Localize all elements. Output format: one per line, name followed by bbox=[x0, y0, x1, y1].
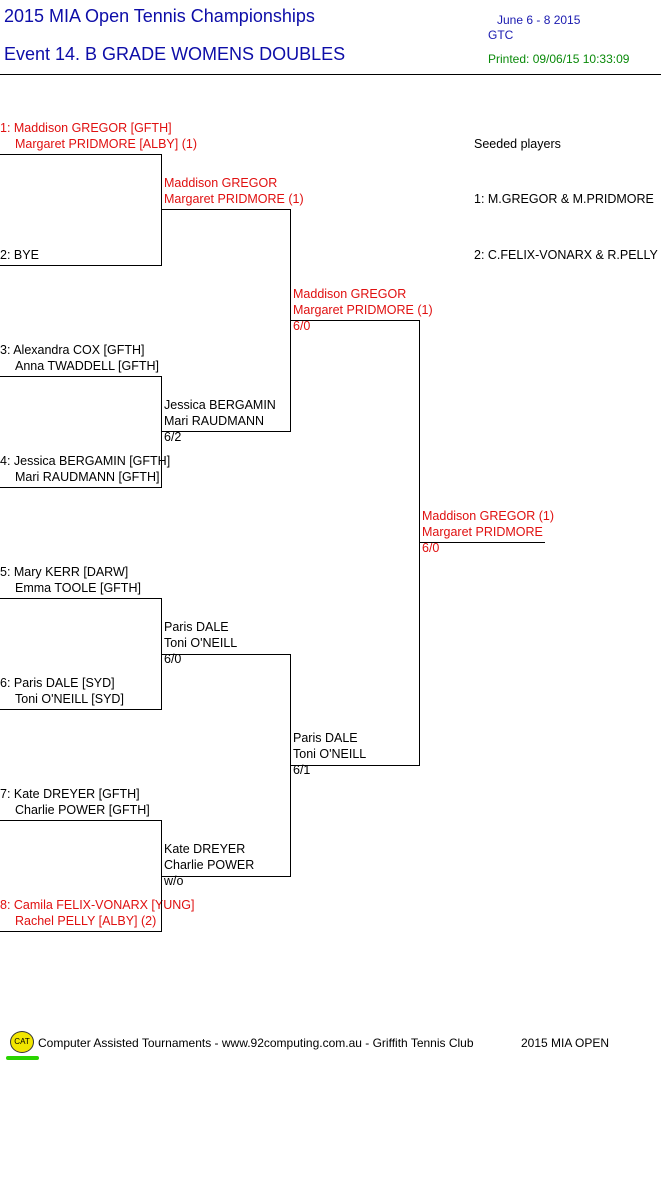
seeded-heading: Seeded players bbox=[474, 137, 561, 151]
match-player2: Toni O'NEILL bbox=[164, 636, 238, 650]
bracket-line bbox=[291, 765, 420, 766]
match-score: w/o bbox=[164, 874, 184, 888]
entry-player1: 8: Camila FELIX-VONARX [YUNG] bbox=[0, 898, 195, 912]
printed-timestamp: Printed: 09/06/15 10:33:09 bbox=[488, 52, 630, 66]
match-player1: Paris DALE bbox=[164, 620, 229, 634]
match-player2: Toni O'NEILL bbox=[293, 747, 367, 761]
match-player1: Jessica BERGAMIN bbox=[164, 398, 276, 412]
match-score: 6/1 bbox=[293, 763, 311, 777]
entry-player1: 5: Mary KERR [DARW] bbox=[0, 565, 129, 579]
round2-match-3: Paris DALE Toni O'NEILL 6/0 bbox=[164, 619, 237, 667]
bracket-line bbox=[419, 320, 420, 766]
match-player1: Kate DREYER bbox=[164, 842, 246, 856]
seed-entry: 2: C.FELIX-VONARX & R.PELLY bbox=[474, 248, 658, 262]
bracket-line bbox=[0, 598, 162, 599]
round2-match-2: Jessica BERGAMIN Mari RAUDMANN 6/2 bbox=[164, 397, 276, 445]
bracket-line bbox=[161, 154, 162, 266]
bracket-line bbox=[162, 876, 291, 877]
seed-entry: 1: M.GREGOR & M.PRIDMORE bbox=[474, 192, 654, 206]
venue-code: GTC bbox=[488, 28, 514, 42]
bracket-line bbox=[0, 931, 162, 932]
entry-player2: Anna TWADDELL [GFTH] bbox=[15, 359, 160, 373]
match-player2: Margaret PRIDMORE (1) bbox=[164, 192, 304, 206]
draw-entry-2: 2: BYE bbox=[0, 247, 39, 263]
bracket-line bbox=[162, 209, 291, 210]
final-winner: Maddison GREGOR (1) Margaret PRIDMORE 6/… bbox=[422, 508, 554, 556]
entry-player2: Mari RAUDMANN [GFTH] bbox=[15, 470, 160, 484]
round2-match-1: Maddison GREGOR Margaret PRIDMORE (1) bbox=[164, 175, 304, 207]
bracket-line bbox=[161, 376, 162, 488]
draw-entry-8: 8: Camila FELIX-VONARX [YUNG] Rachel PEL… bbox=[0, 897, 195, 929]
event-title: Event 14. B GRADE WOMENS DOUBLES bbox=[4, 44, 346, 64]
round2-match-4: Kate DREYER Charlie POWER w/o bbox=[164, 841, 254, 889]
draw-entry-3: 3: Alexandra COX [GFTH] Anna TWADDELL [G… bbox=[0, 342, 159, 374]
match-player2: Mari RAUDMANN bbox=[164, 414, 264, 428]
bracket-line bbox=[290, 654, 291, 877]
match-score: 6/2 bbox=[164, 430, 182, 444]
bracket-line bbox=[162, 431, 291, 432]
match-score: 6/0 bbox=[422, 541, 440, 555]
entry-player1: 1: Maddison GREGOR [GFTH] bbox=[0, 121, 172, 135]
footer-event-name: 2015 MIA OPEN bbox=[521, 1036, 610, 1050]
footer-credit[interactable]: Computer Assisted Tournaments - www.92co… bbox=[38, 1036, 474, 1050]
match-score: 6/0 bbox=[164, 652, 182, 666]
match-player1: Maddison GREGOR bbox=[164, 176, 278, 190]
tournament-title: 2015 MIA Open Tennis Championships bbox=[4, 6, 315, 26]
match-player2: Margaret PRIDMORE (1) bbox=[293, 303, 433, 317]
bracket-line bbox=[162, 654, 291, 655]
draw-entry-6: 6: Paris DALE [SYD] Toni O'NEILL [SYD] bbox=[0, 675, 124, 707]
draw-entry-7: 7: Kate DREYER [GFTH] Charlie POWER [GFT… bbox=[0, 786, 150, 818]
match-player2: Margaret PRIDMORE bbox=[422, 525, 543, 539]
entry-player1: 3: Alexandra COX [GFTH] bbox=[0, 343, 145, 357]
logo-underline bbox=[6, 1056, 39, 1060]
match-player1: Maddison GREGOR (1) bbox=[422, 509, 554, 523]
semifinal-match-2: Paris DALE Toni O'NEILL 6/1 bbox=[293, 730, 366, 778]
entry-player2: Emma TOOLE [GFTH] bbox=[15, 581, 141, 595]
bracket-line bbox=[290, 209, 291, 432]
entry-player2: Toni O'NEILL [SYD] bbox=[15, 692, 124, 706]
draw-entry-1: 1: Maddison GREGOR [GFTH] Margaret PRIDM… bbox=[0, 120, 197, 152]
bracket-line bbox=[291, 320, 420, 321]
draw-entry-4: 4: Jessica BERGAMIN [GFTH] Mari RAUDMANN… bbox=[0, 453, 170, 485]
entry-player1: 7: Kate DREYER [GFTH] bbox=[0, 787, 140, 801]
draw-entry-5: 5: Mary KERR [DARW] Emma TOOLE [GFTH] bbox=[0, 564, 141, 596]
entry-player2: Charlie POWER [GFTH] bbox=[15, 803, 150, 817]
bracket-line bbox=[0, 487, 162, 488]
bracket-line bbox=[420, 542, 545, 543]
bracket-line bbox=[161, 598, 162, 710]
match-player1: Maddison GREGOR bbox=[293, 287, 407, 301]
bracket-line bbox=[0, 376, 162, 377]
semifinal-match-1: Maddison GREGOR Margaret PRIDMORE (1) 6/… bbox=[293, 286, 433, 334]
entry-player1: 2: BYE bbox=[0, 248, 39, 262]
entry-player2: Rachel PELLY [ALBY] (2) bbox=[15, 914, 157, 928]
event-dates: June 6 - 8 2015 bbox=[497, 13, 581, 27]
bracket-line bbox=[0, 265, 162, 266]
match-player2: Charlie POWER bbox=[164, 858, 255, 872]
bracket-line bbox=[161, 820, 162, 932]
entry-player1: 4: Jessica BERGAMIN [GFTH] bbox=[0, 454, 171, 468]
match-player1: Paris DALE bbox=[293, 731, 358, 745]
bracket-line bbox=[0, 820, 162, 821]
entry-player2: Margaret PRIDMORE [ALBY] (1) bbox=[15, 137, 197, 151]
bracket-line bbox=[0, 709, 162, 710]
entry-player1: 6: Paris DALE [SYD] bbox=[0, 676, 115, 690]
cat-logo-icon: CAT bbox=[10, 1031, 34, 1053]
match-score: 6/0 bbox=[293, 319, 311, 333]
bracket-line bbox=[0, 154, 162, 155]
header-divider bbox=[0, 74, 661, 75]
